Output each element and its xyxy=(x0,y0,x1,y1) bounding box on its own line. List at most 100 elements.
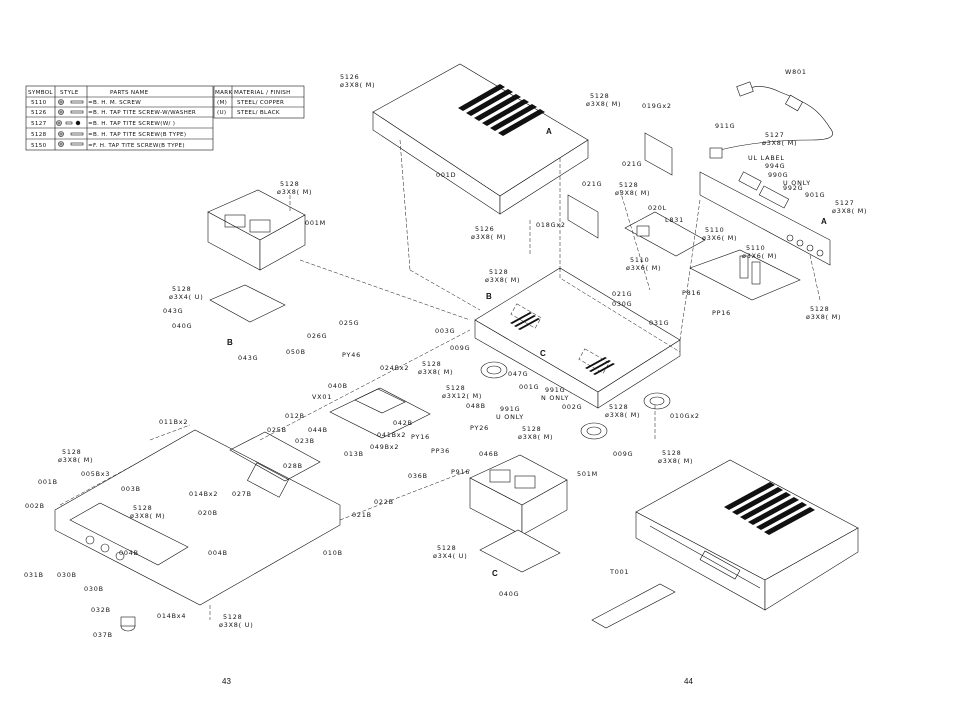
part-label: ø3X4( U) xyxy=(169,293,204,301)
part-label: 048B xyxy=(466,402,486,410)
part-label: 031B xyxy=(24,571,44,579)
legend-table: SYMBOL STYLE PARTS NAME 5110 5126 5127 5… xyxy=(25,85,214,151)
part-label: 002B xyxy=(25,502,45,510)
legend-row-name: =F. H. TAP TITE SCREW(B TYPE) xyxy=(88,143,185,149)
part-label: 026G xyxy=(307,332,327,340)
legend-row-symbol: 5126 xyxy=(31,110,47,116)
part-label: 990G xyxy=(768,171,788,179)
finish-value: STEEL/ COPPER xyxy=(237,100,284,106)
vent-grille xyxy=(510,312,615,375)
part-label: ø3X8( M) xyxy=(806,313,841,321)
power-cord-drawing xyxy=(709,81,833,159)
part-label: 5126 xyxy=(475,225,494,233)
part-label: 012B xyxy=(285,412,305,420)
part-label: 5126 xyxy=(340,73,359,81)
legend-row-symbol: 5150 xyxy=(31,143,47,149)
part-label: 5128 xyxy=(446,384,465,392)
part-label: 049Bx2 xyxy=(370,443,399,451)
part-label: ø3X8( M) xyxy=(471,233,506,241)
finish-value: STEEL/ BLACK xyxy=(237,110,280,116)
bracket-drawing xyxy=(567,132,673,239)
part-label: 009G xyxy=(613,450,633,458)
legend-header-parts: PARTS NAME xyxy=(110,90,149,96)
part-label: 024Bx2 xyxy=(380,364,409,372)
part-label: 5128 xyxy=(522,425,541,433)
part-label: ø3X6( M) xyxy=(742,252,777,260)
part-label: 043G xyxy=(163,307,183,315)
part-label: 046B xyxy=(479,450,499,458)
part-label: 003G xyxy=(435,327,455,335)
part-label: 010Gx2 xyxy=(670,412,700,420)
mark-value: (U) xyxy=(217,110,226,116)
rear-panel-drawing xyxy=(699,171,831,266)
part-label: ø3X8( M) xyxy=(277,188,312,196)
remote-control-drawing xyxy=(591,583,676,629)
part-label: 911G xyxy=(715,122,735,130)
part-label: 991G xyxy=(500,405,520,413)
part-label: ø3X8( M) xyxy=(615,189,650,197)
legend-row-name: =B. H. TAP TITE SCREW-W/WASHER xyxy=(88,110,196,116)
marker-b: B xyxy=(486,292,492,301)
part-label: 004B xyxy=(119,549,139,557)
part-label: 5110 xyxy=(746,244,765,252)
vent-grille xyxy=(458,84,545,136)
part-label: ø3X8( M) xyxy=(518,433,553,441)
part-label: 043G xyxy=(238,354,258,362)
part-label: 5128 xyxy=(609,403,628,411)
part-label: W801 xyxy=(785,68,807,76)
part-label: 992G xyxy=(783,184,803,192)
part-label: PP36 xyxy=(431,447,450,455)
part-label: ø3X8( M) xyxy=(658,457,693,465)
part-label: 041Bx2 xyxy=(377,431,406,439)
part-label: ø3X8( M) xyxy=(340,81,375,89)
mark-header: MARK xyxy=(215,90,232,96)
part-label: ø3X8( M) xyxy=(485,276,520,284)
part-label: 5128 xyxy=(133,504,152,512)
part-label: ø3X8( M) xyxy=(762,139,797,147)
part-label: ø3X8( M) xyxy=(605,411,640,419)
mark-table: MARK MATERIAL / FINISH (M) STEEL/ COPPER… xyxy=(213,85,305,119)
vent-grille xyxy=(724,482,815,535)
part-label: 5128 xyxy=(437,544,456,552)
deck-mechanism-drawing xyxy=(469,454,568,573)
marker-c: C xyxy=(540,349,546,358)
part-label: 013B xyxy=(344,450,364,458)
material-header: MATERIAL / FINISH xyxy=(234,90,291,96)
marker-b: B xyxy=(227,338,233,347)
legend-row-symbol: 5110 xyxy=(31,100,47,106)
legend-header-symbol: SYMBOL xyxy=(28,90,53,96)
top-cover-drawing xyxy=(372,63,589,215)
legend-row-symbol: 5127 xyxy=(31,121,47,127)
screw-icon xyxy=(56,99,84,147)
part-label: 003B xyxy=(121,485,141,493)
foot-drawing xyxy=(480,361,671,440)
display-board-drawing xyxy=(329,387,431,439)
part-label: 009G xyxy=(450,344,470,352)
part-label: PY46 xyxy=(342,351,361,359)
part-label: 020B xyxy=(198,509,218,517)
part-label: 014Bx4 xyxy=(157,612,186,620)
part-label: 010B xyxy=(323,549,343,557)
part-label: P916 xyxy=(451,468,470,476)
part-label: 5127 xyxy=(765,131,784,139)
part-label: 001D xyxy=(436,171,456,179)
part-label: ø3X12( M) xyxy=(442,392,482,400)
part-label: 901G xyxy=(805,191,825,199)
part-label: 5128 xyxy=(489,268,508,276)
part-label: 030B xyxy=(57,571,77,579)
part-label: L831 xyxy=(665,216,684,224)
part-label: 501M xyxy=(577,470,598,478)
part-label: 5110 xyxy=(705,226,724,234)
part-label: 5128 xyxy=(810,305,829,313)
assembled-unit-drawing xyxy=(635,459,859,611)
part-label: ø3X6( M) xyxy=(702,234,737,242)
part-label: 036B xyxy=(408,472,428,480)
part-label: PY16 xyxy=(411,433,430,441)
sub-board-drawing xyxy=(624,211,706,257)
part-label: 040B xyxy=(328,382,348,390)
part-label: 021G xyxy=(622,160,642,168)
part-label: 014Bx2 xyxy=(189,490,218,498)
front-panel-drawing xyxy=(54,429,341,606)
part-label: 050B xyxy=(286,348,306,356)
